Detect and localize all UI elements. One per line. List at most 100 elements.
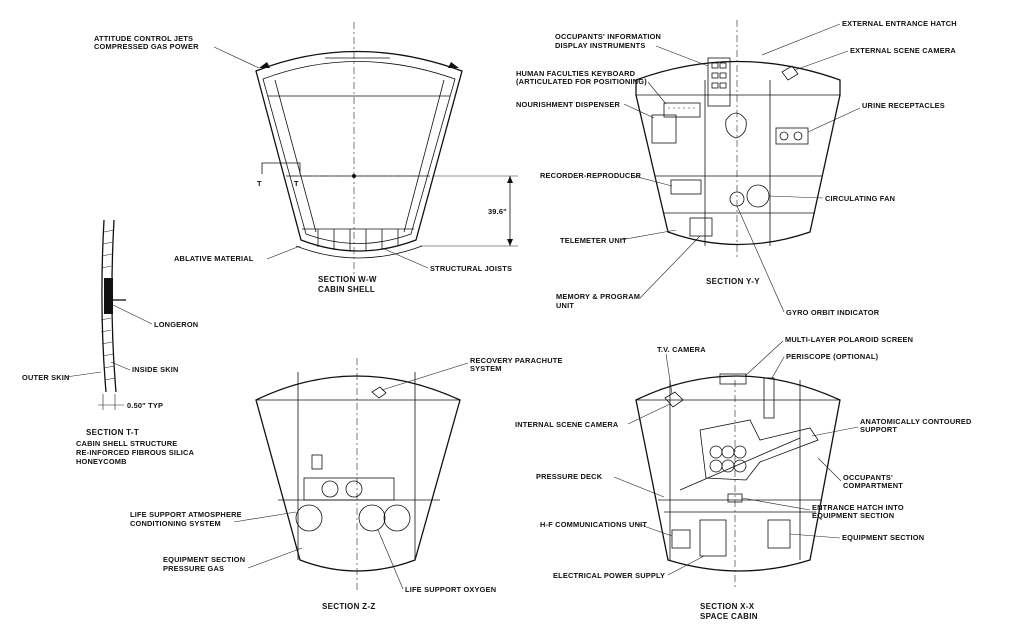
caption-cabin-shell: CABIN SHELL [318, 285, 375, 294]
urine-receptacles [775, 127, 809, 145]
hf-unit [671, 529, 691, 549]
occupant-figure-1 [709, 445, 723, 459]
honeycomb-hatch-10 [104, 377, 116, 381]
right-longeron [403, 79, 445, 233]
honeycomb-hatch-9 [103, 365, 115, 369]
display-slot-6 [719, 82, 727, 89]
leader-internal-camera [627, 403, 671, 425]
leader-inside-skin [110, 361, 131, 371]
section-t-t-detail: LONGERON INSIDE SKIN OUTER SKIN 0.50" TY… [22, 219, 198, 466]
honeycomb-hatch-1 [103, 229, 115, 233]
periscope-tube [763, 377, 775, 419]
leader-ablative [266, 245, 301, 260]
label-parachute-1: RECOVERY PARACHUTE [470, 356, 563, 365]
shell-inner-skin [262, 61, 456, 244]
label-structural-joists: STRUCTURAL JOISTS [430, 264, 512, 273]
urine-receptacle-2 [793, 131, 803, 141]
leader-fan [768, 195, 824, 199]
section-w-w-cabin-shell: T T 39.6" ATTITUDE CONTROL JETS COMPRESS… [94, 22, 518, 294]
occupant-figure-3 [733, 445, 747, 459]
label-support-1: ANATOMICALLY CONTOURED [860, 417, 972, 426]
label-gas-2: PRESSURE GAS [163, 564, 224, 573]
label-memory-1: MEMORY & PROGRAM [556, 292, 640, 301]
caption-section-y-y: SECTION Y-Y [706, 277, 760, 286]
label-equipment: EQUIPMENT SECTION [842, 533, 924, 542]
leader-periscope [771, 356, 785, 379]
label-compartment-2: COMPARTMENT [843, 481, 903, 490]
leader-pressure-deck [613, 476, 665, 498]
dimension-arrow-top [507, 176, 513, 183]
label-pressure-deck: PRESSURE DECK [536, 472, 603, 481]
caption-honeycomb: HONEYCOMB [76, 457, 127, 466]
honeycomb-hatch-8 [102, 353, 114, 357]
shell-outline [255, 50, 463, 252]
honeycomb-hatch-2 [102, 241, 114, 245]
occupant-figure-6 [733, 459, 747, 473]
leader-equipment [789, 533, 841, 539]
label-power: ELECTRICAL POWER SUPPLY [553, 571, 665, 580]
leader-polaroid [744, 340, 784, 377]
conditioning-disc-1 [321, 480, 339, 498]
leader-hatch [761, 23, 841, 56]
occupant-figure-5 [721, 459, 735, 473]
caption-section-x-x: SECTION X-X [700, 602, 755, 611]
memory-unit [689, 217, 713, 237]
leader-atmosphere [233, 511, 297, 523]
support-strut [679, 437, 801, 491]
honeycomb-hatch-4 [101, 265, 112, 269]
label-telemeter: TELEMETER UNIT [560, 236, 627, 245]
label-memory-2: UNIT [556, 301, 574, 310]
label-keyboard-1: HUMAN FACULTIES KEYBOARD [516, 69, 636, 78]
leader-joists [381, 247, 429, 269]
longeron-block [104, 278, 113, 314]
leader-hf [637, 523, 673, 537]
cabin-z-outline [255, 375, 461, 572]
center-mark [352, 174, 356, 178]
honeycomb-hatch-3 [101, 253, 113, 257]
keyboard-unit [663, 102, 701, 118]
display-slot-4 [719, 72, 727, 79]
label-entrance-2: EQUIPMENT SECTION [812, 511, 894, 520]
urine-receptacle-1 [779, 131, 789, 141]
leader-parachute [381, 362, 469, 391]
leader-telemeter [619, 229, 677, 241]
label-parachute-2: SYSTEM [470, 364, 502, 373]
leader-support [811, 426, 859, 437]
display-slot-2 [719, 62, 727, 69]
display-instrument-panel [707, 57, 731, 107]
occupant-head [725, 112, 747, 139]
power-supply-unit [699, 519, 727, 557]
caption-space-cabin: SPACE CABIN [700, 612, 758, 621]
leader-gyro [736, 205, 785, 313]
label-fan: CIRCULATING FAN [825, 194, 895, 203]
label-outer-skin: OUTER SKIN [22, 373, 70, 382]
dimension-arrow-bottom [507, 239, 513, 246]
leader-power [667, 555, 705, 576]
leader-keyboard [647, 81, 667, 105]
leader-longeron [112, 304, 153, 325]
leader-oxygen [377, 529, 404, 590]
polaroid-screen [719, 373, 747, 385]
leader-tv-camera [665, 353, 673, 395]
label-recorder: RECORDER-REPRODUCER [540, 171, 642, 180]
label-scene-camera: EXTERNAL SCENE CAMERA [850, 46, 956, 55]
right-jet-nozzle [448, 62, 459, 68]
tv-camera [664, 391, 684, 408]
label-periscope: PERISCOPE (OPTIONAL) [786, 352, 879, 361]
label-display-2: DISPLAY INSTRUMENTS [555, 41, 645, 50]
contoured-support-seat [699, 419, 819, 481]
caption-cabin-shell-structure: CABIN SHELL STRUCTURE [76, 439, 177, 448]
leader-urine [807, 107, 861, 133]
honeycomb-hatch-5 [100, 317, 112, 321]
caption-section-z-z: SECTION Z-Z [322, 602, 376, 611]
label-hf: H-F COMMUNICATIONS UNIT [540, 520, 647, 529]
label-display-1: OCCUPANTS' INFORMATION [555, 32, 661, 41]
occupant-figure-2 [721, 445, 735, 459]
display-slot-5 [711, 82, 719, 89]
cabin-z-box [311, 454, 323, 470]
conditioning-disc-2 [345, 480, 363, 498]
leader-gas [247, 547, 303, 569]
cabin-y-outline [635, 60, 841, 246]
caption-section-w-w: SECTION W-W [318, 275, 377, 284]
